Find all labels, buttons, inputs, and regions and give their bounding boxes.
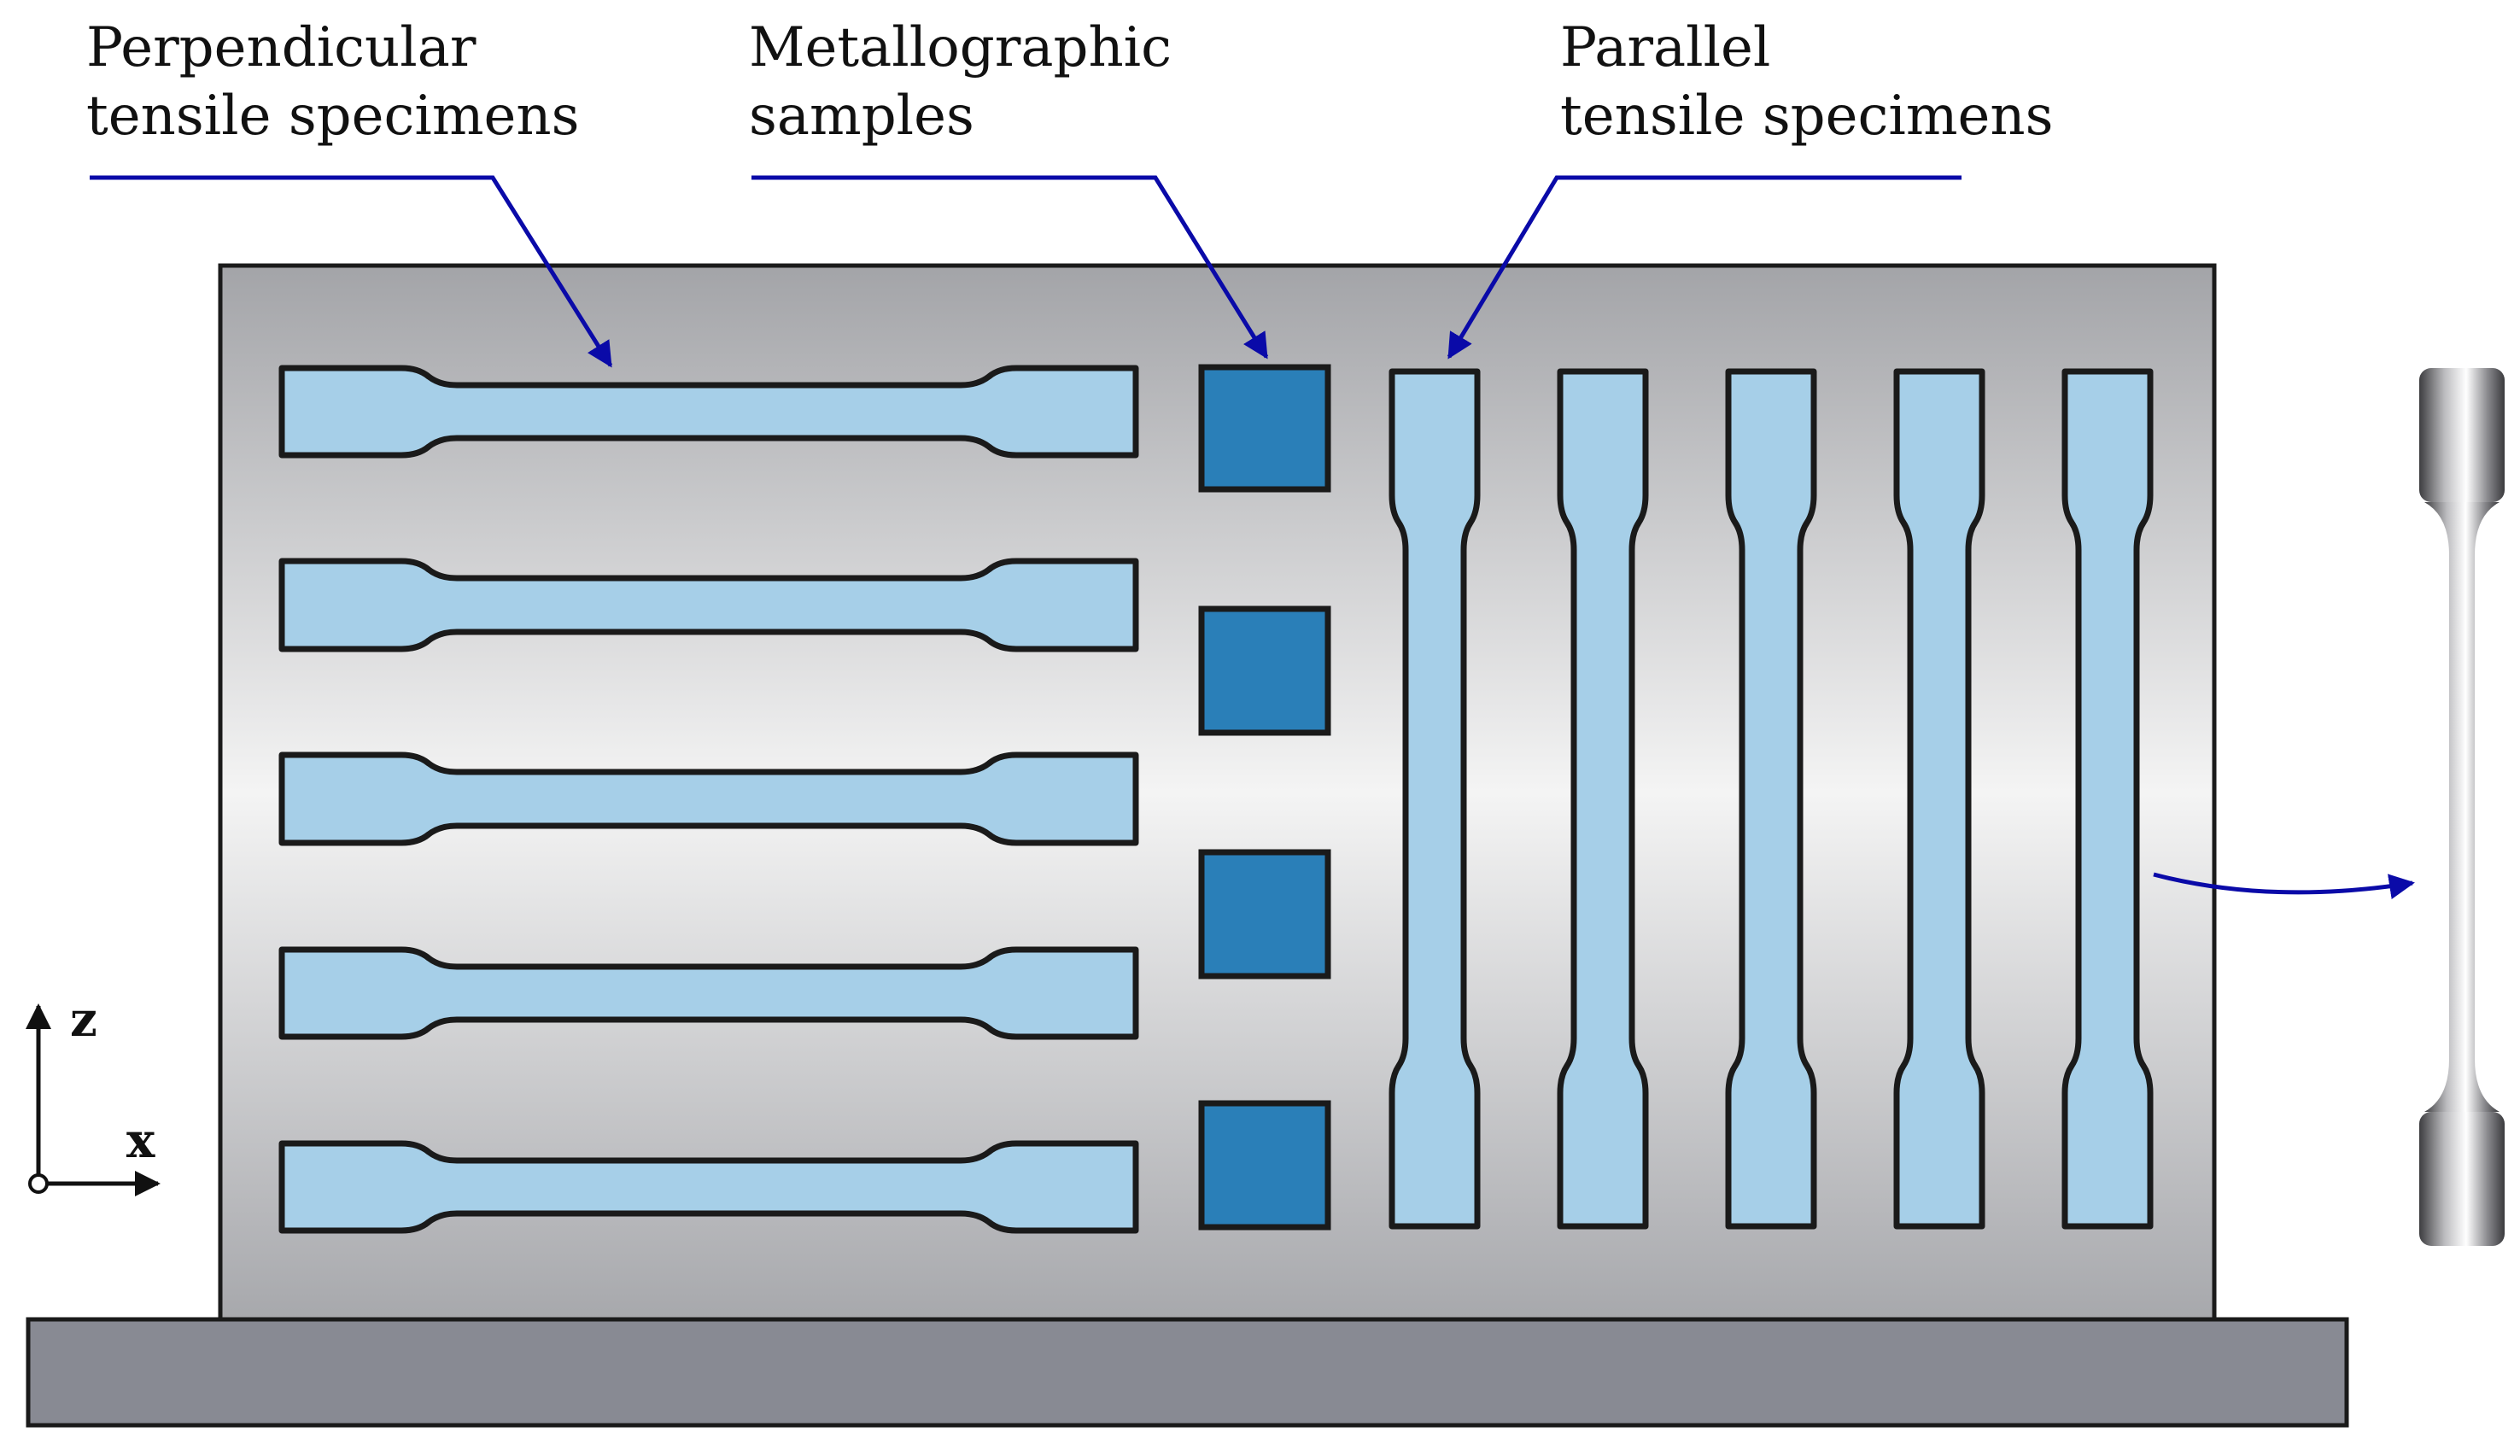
parallel-label-line2: tensile specimens [1560,85,2053,148]
metallographic-sample [1198,849,1331,979]
axis-indicator: z x [26,991,161,1196]
perpendicular-label-line2: tensile specimens [86,85,579,148]
leader-lines [90,175,2415,900]
parallel-specimen [1725,368,1817,1230]
perpendicular-specimens-group [278,365,1139,1234]
x-axis-label: x [126,1113,155,1169]
perpendicular-specimen [278,751,1139,846]
perpendicular-specimen [278,558,1139,652]
perpendicular-specimen [278,946,1139,1040]
machined-tensile-specimen [2419,368,2505,1246]
metallographic-samples-group [1198,364,1331,1231]
specimen-to-rod-arrow [2153,872,2415,900]
metallographic-label-line1: Metallographic [749,16,1172,79]
metallographic-sample [1198,1100,1331,1231]
parallel-specimen [2061,368,2154,1230]
perpendicular-specimen [278,1140,1139,1234]
metallographic-label-line2: samples [749,85,974,148]
parallel-leader-arrow [1447,175,1962,360]
parallel-specimens-group [1389,368,2154,1230]
z-axis-label: z [70,991,97,1048]
parallel-specimen [1557,368,1649,1230]
perpendicular-leader-arrow [90,175,613,368]
callout-labels: Perpendicular tensile specimens Metallog… [86,16,2053,148]
build-plate [26,1317,2349,1428]
perpendicular-label-line1: Perpendicular [86,16,477,79]
parallel-specimen [1893,368,1985,1230]
parallel-specimen [1389,368,1481,1230]
metallographic-sample [1198,605,1331,736]
metallographic-leader-arrow [751,175,1269,360]
parallel-label-line1: Parallel [1560,16,1770,79]
metallographic-sample [1198,364,1331,493]
axis-origin [28,1173,49,1194]
perpendicular-specimen [278,365,1139,459]
